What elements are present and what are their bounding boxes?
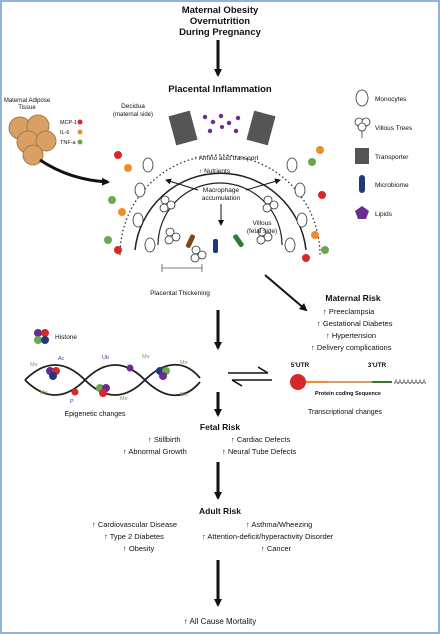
arrow-macrophage-right [245,178,281,191]
decidua-label: Decidua [121,103,145,110]
arrow-to-maternal-risk [264,274,308,312]
adult-risk-item: ↑ Cardiovascular Disease [92,520,177,529]
legend-villous-trees: Villous Trees [375,125,413,132]
placental-thickening-label: Placental Thickening [150,290,210,297]
fetal-risk-title: Fetal Risk [200,422,240,432]
legend-transporter: Transporter [375,154,409,161]
transporter-legend-icon [355,148,369,164]
dna-helix-icon [24,363,201,397]
epigenetic-caption: Epigenetic changes [64,411,126,418]
transporter-left-icon [168,110,198,146]
maternal-risk-title: Maternal Risk [325,293,381,303]
polya-tail: AAAAAAAA [394,380,426,386]
transporter-right-icon [246,110,276,146]
monocyte-legend-icon [355,89,369,107]
maternal-risk-item: ↑ Delivery complications [311,343,392,352]
epi-mark: Me [180,360,188,366]
arrow-adipose-to-placenta [39,158,110,186]
placenta-villous-arc [157,182,283,246]
nutrients-label: ↑ Nutrients [199,168,231,175]
il6-dot [77,129,83,135]
histone-label: Histone [55,334,77,341]
epi-mark: Me [30,362,38,368]
adult-risk-title: Adult Risk [199,506,241,516]
placenta-inner-ring [134,172,307,251]
villous-tree-icons [159,195,279,263]
maternal-risk-item: ↑ Hypertension [326,331,376,340]
epi-mark: Me [120,396,128,402]
arrow-macrophage-left [165,178,199,191]
adipose-label-line2: Tissue [18,105,36,111]
nucleosome-icons [46,364,170,397]
adult-risk-item: ↑ Type 2 Diabetes [104,532,164,541]
mcp1-label: MCP-1 [60,120,77,126]
lipid-cluster-icon [202,113,241,134]
fetal-risk-item: ↑ Cardiac Defects [231,435,290,444]
legend-microbiome: Microbiome [375,182,409,189]
epi-mark: P [70,399,74,405]
mcp1-dot [77,119,83,125]
coding-sequence-label: Protein coding Sequence [315,391,381,397]
amino-transport-label: ↑ Amino acid transport [194,155,259,162]
epi-mark: Me [40,390,48,396]
epi-mark: Me [142,354,150,360]
maternal-obesity-label: Maternal Obesity [182,5,259,16]
legend-lipids: Lipids [375,211,393,218]
adipose-label-line1: Maternal Adipose [4,98,51,104]
legend-monocytes: Monocytes [375,96,407,103]
mortality-label: ↑ All Cause Mortality [184,617,256,626]
microbiome-legend-icon [359,175,365,193]
placenta-outer-ring [119,154,321,256]
maternal-risk-item: ↑ Gestational Diabetes [317,319,393,328]
during-pregnancy-label: During Pregnancy [179,27,262,38]
macrophage-label: Macrophage [203,187,240,194]
adult-risk-item: ↑ Obesity [123,544,155,553]
cap-5prime-icon [290,374,306,390]
il6-label: IL-6 [60,130,69,136]
histone-legend-icon [34,329,49,344]
tnf-label: TNF-a [60,140,77,146]
epi-mark: Me [180,392,188,398]
placental-inflammation-title: Placental Inflammation [168,84,272,95]
maternal-risk-item: ↑ Preeclampsia [323,307,375,316]
adult-risk-item: ↑ Cancer [261,544,292,553]
accumulation-label: accumulation [202,195,241,202]
adult-risk-item: ↑ Attention-deficit/hyperactivity Disord… [202,532,334,541]
transcriptional-caption: Transcriptional changes [308,409,383,416]
fetal-risk-item: ↑ Neural Tube Defects [222,447,296,456]
microbiome-icons [185,234,244,253]
villous-tree-legend-icon [354,117,371,138]
adult-risk-item: ↑ Asthma/Wheezing [246,520,312,529]
cytokine-dots [104,146,329,262]
monocyte-icons [132,157,308,253]
villous-label: Villous [252,220,272,227]
overnutrition-label: Overnutrition [190,16,250,27]
fetal-side-label: (fetal side) [247,228,277,235]
fetal-risk-item: ↑ Abnormal Growth [123,447,187,456]
fetal-risk-item: ↑ Stillbirth [148,435,181,444]
epi-mark: Ub [102,355,109,361]
tnf-dot [77,139,83,145]
legend: Monocytes Villous Trees Transporter Micr… [354,89,413,219]
adipose-cells-icon [8,114,57,166]
lipids-legend-icon [355,206,369,219]
decidua-sub-label: (maternal side) [113,112,153,118]
epi-mark: Ac [58,356,65,362]
utr5-label: 5'UTR [291,362,310,369]
utr3-label: 3'UTR [368,362,387,369]
